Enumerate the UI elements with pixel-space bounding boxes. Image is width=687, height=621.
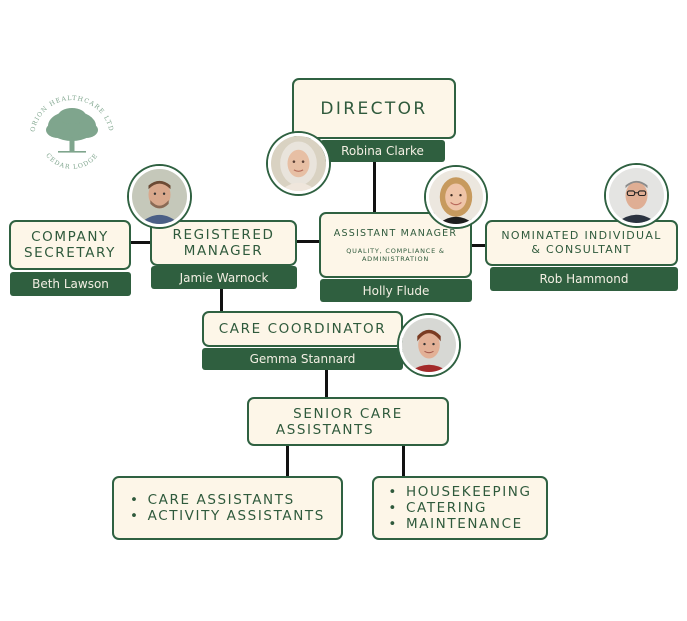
avatar-rob-hammond <box>606 165 667 226</box>
avatar-jamie-warnock <box>129 166 190 227</box>
list-item: MAINTENANCE <box>388 516 531 532</box>
tree-logo-icon: ORION HEALTHCARE LTD CEDAR LODGE <box>29 95 113 171</box>
connector-secretary-manager <box>130 241 152 244</box>
registered-manager-box: REGISTERED MANAGER <box>150 220 297 266</box>
company-secretary-name-bar: Beth Lawson <box>10 272 131 296</box>
logo-arc-text-bottom: CEDAR LODGE <box>44 152 99 171</box>
nominated-individual-title-line1: NOMINATED INDIVIDUAL <box>501 229 662 242</box>
nominated-individual-box: NOMINATED INDIVIDUAL & CONSULTANT <box>485 220 678 266</box>
nominated-individual-name-bar: Rob Hammond <box>490 267 678 291</box>
connector-coordinator-senior <box>325 370 328 398</box>
care-coordinator-name-bar: Gemma Stannard <box>202 348 403 370</box>
company-secretary-title-line2: SECRETARY <box>23 245 117 261</box>
assistant-manager-subtitle-line1: QUALITY, COMPLIANCE & <box>346 247 445 255</box>
support-team-box: HOUSEKEEPING CATERING MAINTENANCE <box>372 476 548 540</box>
senior-care-assistants-box: SENIOR CARE ASSISTANTS <box>247 397 449 446</box>
person-photo-icon <box>609 168 664 223</box>
person-photo-icon <box>402 318 456 372</box>
care-team-box: CARE ASSISTANTS ACTIVITY ASSISTANTS <box>112 476 343 540</box>
svg-text:CEDAR LODGE: CEDAR LODGE <box>44 152 100 171</box>
assistant-manager-title: ASSISTANT MANAGER <box>333 228 458 239</box>
connector-assistant-nominated <box>471 244 487 247</box>
support-team-list: HOUSEKEEPING CATERING MAINTENANCE <box>388 484 531 532</box>
assistant-manager-subtitle-line2: ADMINISTRATION <box>361 255 430 263</box>
assistant-manager-box: ASSISTANT MANAGER QUALITY, COMPLIANCE & … <box>319 212 472 278</box>
company-secretary-box: COMPANY SECRETARY <box>9 220 131 270</box>
list-item: CATERING <box>388 500 531 516</box>
nominated-individual-title-line2: & CONSULTANT <box>531 243 632 256</box>
connector-senior-support-team <box>402 445 405 476</box>
director-title: DIRECTOR <box>320 98 428 119</box>
avatar-holly-flude <box>426 167 486 227</box>
assistant-manager-name-bar: Holly Flude <box>320 279 472 302</box>
senior-care-title-line2: ASSISTANTS <box>275 421 375 438</box>
senior-care-title-line1: SENIOR CARE <box>293 405 403 422</box>
registered-manager-title-line2: MANAGER <box>183 243 264 259</box>
person-photo-icon <box>429 170 483 224</box>
list-item: CARE ASSISTANTS <box>130 492 325 508</box>
connector-manager-assistant <box>296 240 321 243</box>
director-box: DIRECTOR <box>292 78 456 139</box>
registered-manager-name-bar: Jamie Warnock <box>151 266 297 289</box>
list-item: HOUSEKEEPING <box>388 484 531 500</box>
connector-senior-care-team <box>286 445 289 476</box>
list-item: ACTIVITY ASSISTANTS <box>130 508 325 524</box>
person-photo-icon <box>132 169 187 224</box>
registered-manager-title-line1: REGISTERED <box>172 227 275 243</box>
person-photo-icon <box>271 136 326 191</box>
avatar-gemma-stannard <box>399 315 459 375</box>
director-name-bar: Robina Clarke <box>320 140 445 162</box>
care-coordinator-box: CARE COORDINATOR <box>202 311 403 347</box>
company-secretary-title-line1: COMPANY <box>31 229 109 245</box>
connector-director-down <box>373 162 376 214</box>
care-coordinator-title: CARE COORDINATOR <box>218 321 387 337</box>
avatar-robina-clarke <box>268 133 329 194</box>
care-team-list: CARE ASSISTANTS ACTIVITY ASSISTANTS <box>130 492 325 524</box>
connector-manager-coordinator <box>220 289 223 312</box>
company-logo: ORION HEALTHCARE LTD CEDAR LODGE <box>22 86 122 186</box>
